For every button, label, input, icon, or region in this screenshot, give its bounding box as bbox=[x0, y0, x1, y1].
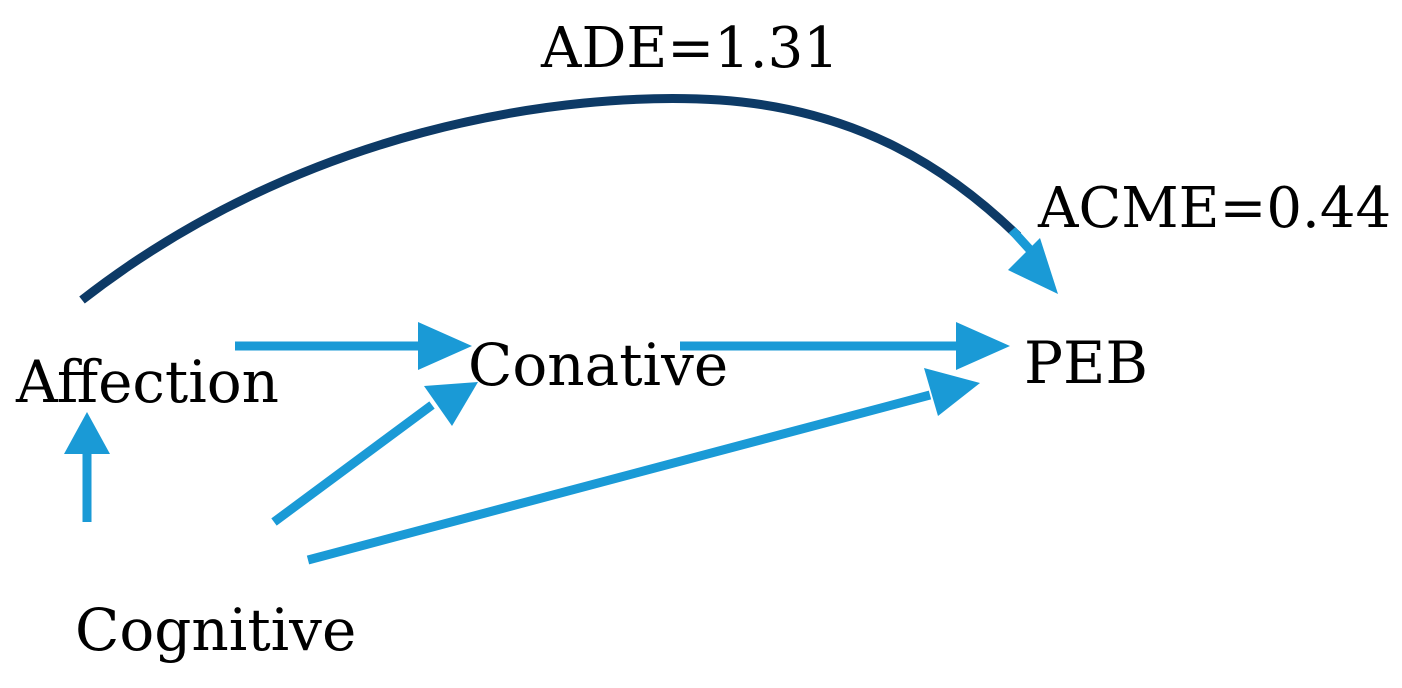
direct-effect-arrow-stub bbox=[1008, 226, 1036, 256]
node-peb: PEB bbox=[1024, 329, 1148, 397]
arrow-conative-to-peb-head bbox=[956, 322, 1010, 370]
arrow-cognitive-to-conative bbox=[271, 401, 435, 526]
acme-label: ACME=0.44 bbox=[1037, 176, 1391, 241]
node-cognitive: Cognitive bbox=[75, 596, 356, 664]
node-affection: Affection bbox=[15, 348, 279, 416]
direct-effect-arrowhead bbox=[1008, 238, 1058, 294]
arrow-cognitive-to-peb bbox=[306, 390, 932, 565]
arrow-cognitive-to-conative-head bbox=[424, 382, 478, 426]
direct-effect-curve bbox=[79, 94, 1022, 304]
arrow-cognitive-to-peb-head bbox=[924, 368, 980, 416]
ade-label: ADE=1.31 bbox=[540, 16, 839, 81]
node-conative: Conative bbox=[468, 331, 728, 399]
arrow-cognitive-to-affection-head bbox=[64, 412, 110, 454]
arrow-affection-to-conative-head bbox=[418, 322, 472, 370]
